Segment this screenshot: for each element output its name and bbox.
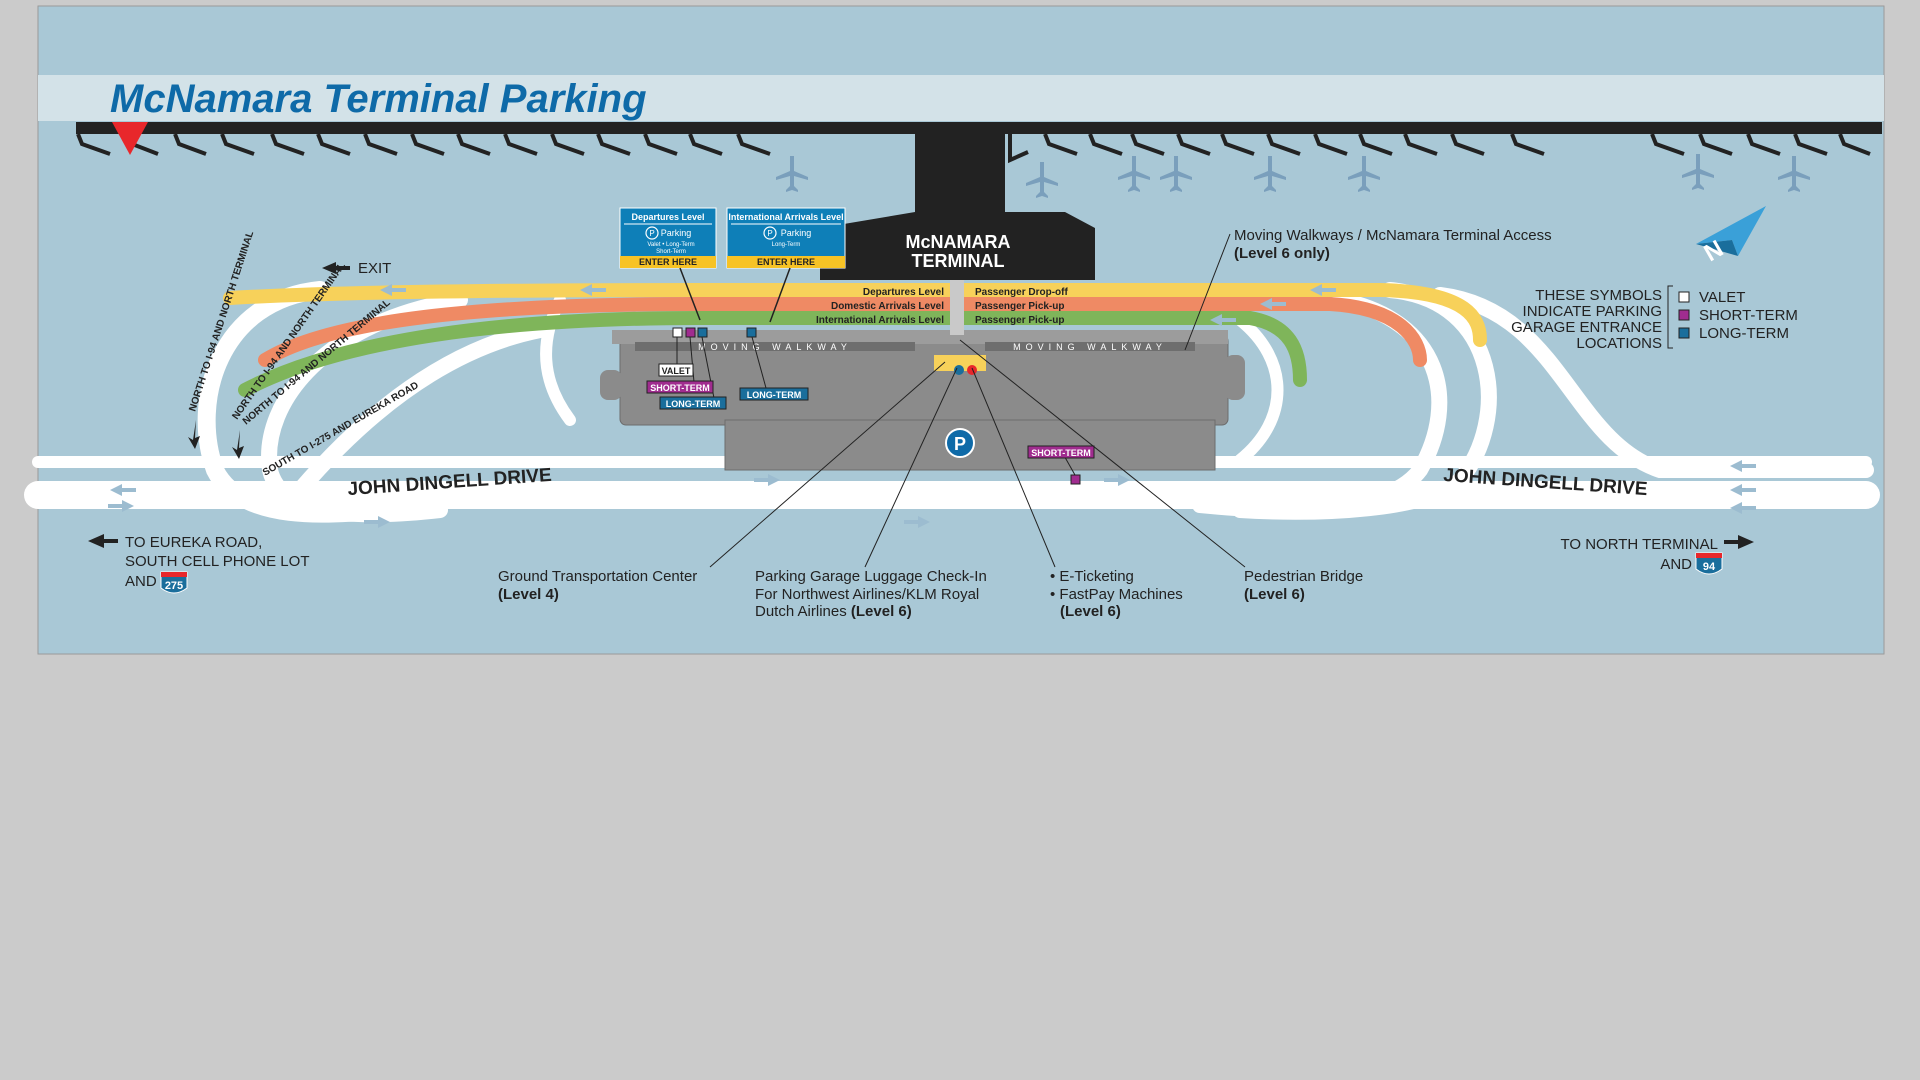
callout-pedestrian-line2: (Level 6) <box>1244 586 1305 603</box>
callout-luggage-line3: Dutch Airlines (Level 6) <box>755 603 912 620</box>
valet-tag: VALET <box>662 366 691 376</box>
terminal-name-line1: McNAMARA <box>906 232 1011 252</box>
parking-sign-icon <box>763 226 777 240</box>
west-arrow-icon <box>88 534 118 548</box>
callout-luggage-line2: For Northwest Airlines/KLM Royal <box>755 586 979 603</box>
level-label-departures: Departures Level <box>863 287 944 298</box>
concourse <box>76 122 1882 280</box>
exit-arrow-icon <box>322 262 350 274</box>
callout-pedestrian-line1: Pedestrian Bridge <box>1244 568 1363 585</box>
level-desc-pickup-international: Passenger Pick-up <box>975 315 1064 326</box>
long-term-tag-east: LONG-TERM <box>747 390 802 400</box>
legend-short-term-label: SHORT-TERM <box>1699 307 1798 324</box>
ramp-direction-arrows <box>188 420 244 459</box>
callout-leaders <box>709 233 1246 568</box>
sign-pointers <box>679 267 791 323</box>
west-direction-line3: AND <box>125 573 157 590</box>
callout-moving-walkways-line1: Moving Walkways / McNamara Terminal Acce… <box>1234 227 1552 244</box>
sign-enter: ENTER HERE <box>757 257 815 267</box>
legend-caption-2: INDICATE PARKING <box>1523 303 1662 320</box>
map-title: McNamara Terminal Parking <box>110 77 647 121</box>
roadways <box>24 281 1880 523</box>
short-term-tag-garage: SHORT-TERM <box>1031 448 1091 458</box>
level-desc-pickup-domestic: Passenger Pick-up <box>975 301 1064 312</box>
sign-sub1: Long-Term <box>772 242 801 248</box>
legend-valet-swatch <box>1678 291 1690 303</box>
short-term-tag-west: SHORT-TERM <box>650 383 710 393</box>
sign-header: Departures Level <box>631 212 704 222</box>
interstate-275-shield-icon <box>160 571 188 594</box>
pedestrian-bridge <box>950 280 964 335</box>
terminal-name-line2: TERMINAL <box>912 251 1005 271</box>
level-label-domestic: Domestic Arrivals Level <box>831 301 944 312</box>
east-arrow-icon <box>1724 535 1754 549</box>
departures-lane <box>223 283 1487 347</box>
west-direction-line2: SOUTH CELL PHONE LOT <box>125 553 309 570</box>
legend: THESE SYMBOLS INDICATE PARKING GARAGE EN… <box>1511 285 1798 352</box>
west-directions: TO EUREKA ROAD, SOUTH CELL PHONE LOT AND… <box>88 534 309 594</box>
parking-symbol-icon <box>945 428 975 458</box>
parking-symbol-letter: P <box>954 434 966 454</box>
legend-caption-1: THESE SYMBOLS <box>1535 287 1662 304</box>
eticket-dot <box>967 365 977 375</box>
moving-walkway-label-west: MOVING WALKWAY <box>698 342 852 352</box>
legend-long-term-swatch <box>1678 327 1690 339</box>
callout-moving-walkways-line2: (Level 6 only) <box>1234 245 1330 262</box>
svg-text:P: P <box>649 229 654 238</box>
sign-sub1: Valet • Long-Term <box>647 242 694 248</box>
east-directions: TO NORTH TERMINAL AND 94 <box>1560 535 1754 575</box>
sign-header: International Arrivals Level <box>728 212 843 222</box>
parking-sign-icon <box>645 226 659 240</box>
interstate-94-label: 94 <box>1703 561 1716 573</box>
international-sign: International Arrivals Level P Parking L… <box>726 207 846 269</box>
sign-parking: Parking <box>781 228 812 238</box>
callout-luggage-line1: Parking Garage Luggage Check-In <box>755 568 987 585</box>
east-direction-line2: AND <box>1660 556 1692 573</box>
interstate-94-shield-icon <box>1695 552 1723 575</box>
callout-eticket-line2: • FastPay Machines <box>1050 586 1183 603</box>
legend-long-term-label: LONG-TERM <box>1699 325 1789 342</box>
level-labels: Departures Level Domestic Arrivals Level… <box>816 287 1068 326</box>
level-desc-dropoff: Passenger Drop-off <box>975 287 1068 298</box>
entrance-tags: VALET SHORT-TERM LONG-TERM LONG-TERM SHO… <box>646 363 1095 459</box>
you-are-here-marker <box>112 122 148 155</box>
east-direction-line1: TO NORTH TERMINAL <box>1560 536 1718 553</box>
international-arrivals-lane <box>238 311 1307 397</box>
callout-eticket-line3: (Level 6) <box>1060 603 1121 620</box>
airplane-icons <box>776 154 1810 198</box>
exit-label: EXIT <box>358 260 391 277</box>
west-direction-line1: TO EUREKA ROAD, <box>125 534 262 551</box>
level-lanes <box>223 283 1487 397</box>
legend-caption-3: GARAGE ENTRANCE <box>1511 319 1662 336</box>
interstate-275-label: 275 <box>165 580 183 592</box>
traffic-arrows <box>108 284 1756 528</box>
legend-caption-4: LOCATIONS <box>1576 335 1662 352</box>
long-term-tag-west: LONG-TERM <box>666 399 721 409</box>
departures-sign: Departures Level P Parking Valet • Long-… <box>619 207 717 269</box>
moving-walkway-label-east: MOVING WALKWAY <box>1013 342 1167 352</box>
luggage-checkin-dot <box>954 365 964 375</box>
level-label-international: International Arrivals Level <box>816 315 944 326</box>
sign-sub2: Short-Term <box>656 249 686 255</box>
callout-eticket-line1: • E-Ticketing <box>1050 568 1134 585</box>
legend-valet-label: VALET <box>1699 289 1745 306</box>
legend-short-term-swatch <box>1678 309 1690 321</box>
domestic-arrivals-lane <box>258 297 1427 367</box>
callout-ground-transport-line2: (Level 4) <box>498 586 559 603</box>
sign-parking: Parking <box>661 228 692 238</box>
title-bar <box>38 75 1884 121</box>
sign-enter: ENTER HERE <box>639 257 697 267</box>
callout-ground-transport-line1: Ground Transportation Center <box>498 568 697 585</box>
svg-text:P: P <box>767 229 772 238</box>
